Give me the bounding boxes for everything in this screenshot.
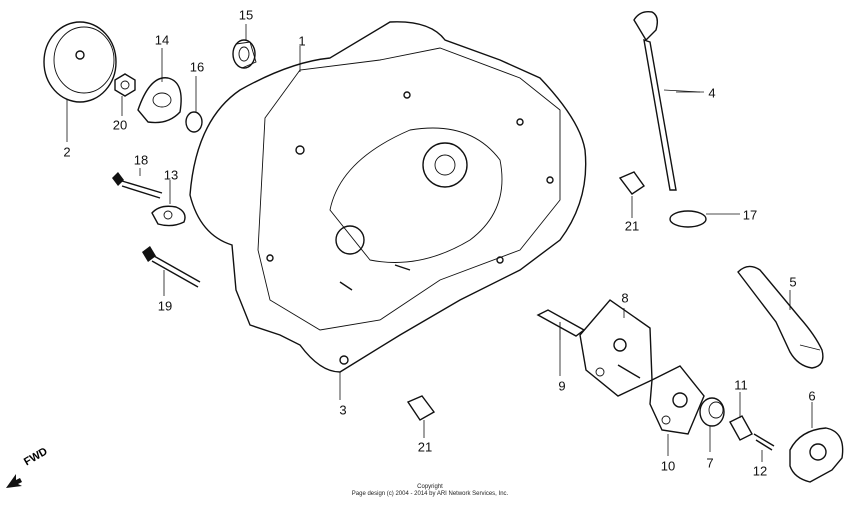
part-16-oring [185,111,203,133]
callout-3: 3 [339,402,347,418]
callout-16: 16 [189,59,205,75]
callout-12: 12 [752,463,768,479]
callout-14: 14 [154,32,170,48]
part-18-bolt [112,172,163,199]
part-9-stud [536,309,586,340]
part-1-crankcase-cover [189,21,587,373]
callout-21-top: 21 [624,218,640,234]
part-13-clamp [151,205,186,227]
part-12-spring [753,433,775,451]
callout-9: 9 [558,378,566,394]
callout-19: 19 [157,298,173,314]
copyright-line-1: Copyright [417,484,443,490]
part-15-seal [232,39,257,69]
fwd-arrow-icon [6,474,22,488]
copyright-notice: Copyright Page design (c) 2004 - 2014 by… [340,484,520,498]
callout-7: 7 [706,455,714,471]
callout-18: 18 [133,152,149,168]
callout-8: 8 [621,290,629,306]
leader-lines [66,24,813,462]
part-4-dipstick [633,10,701,191]
part-7-spring [699,397,725,427]
part-20-nut [114,73,136,97]
part-14-cover [137,77,182,124]
callout-6: 6 [808,388,816,404]
part-21-dowel-top [618,171,645,195]
part-5-arm [737,265,824,369]
part-8-plate [579,299,653,397]
callout-1: 1 [298,33,306,49]
callout-20: 20 [112,117,128,133]
callout-5: 5 [789,274,797,290]
callout-4: 4 [708,85,716,101]
callout-17: 17 [742,207,758,223]
copyright-line-2: Page design (c) 2004 - 2014 by ARI Netwo… [351,491,509,497]
callout-13: 13 [163,167,179,183]
part-11-collar [729,415,753,441]
part-17-oring [669,210,707,228]
part-19-bolt [142,246,201,288]
part-10-plate [649,365,705,435]
callout-11: 11 [734,377,748,393]
part-2-cap [43,21,117,103]
callout-15: 15 [238,7,254,23]
part-6-cam [789,427,844,483]
part-21-dowel-bottom [406,395,436,421]
callout-10: 10 [660,458,676,474]
callout-2: 2 [63,144,71,160]
callout-21-bottom: 21 [417,439,433,455]
